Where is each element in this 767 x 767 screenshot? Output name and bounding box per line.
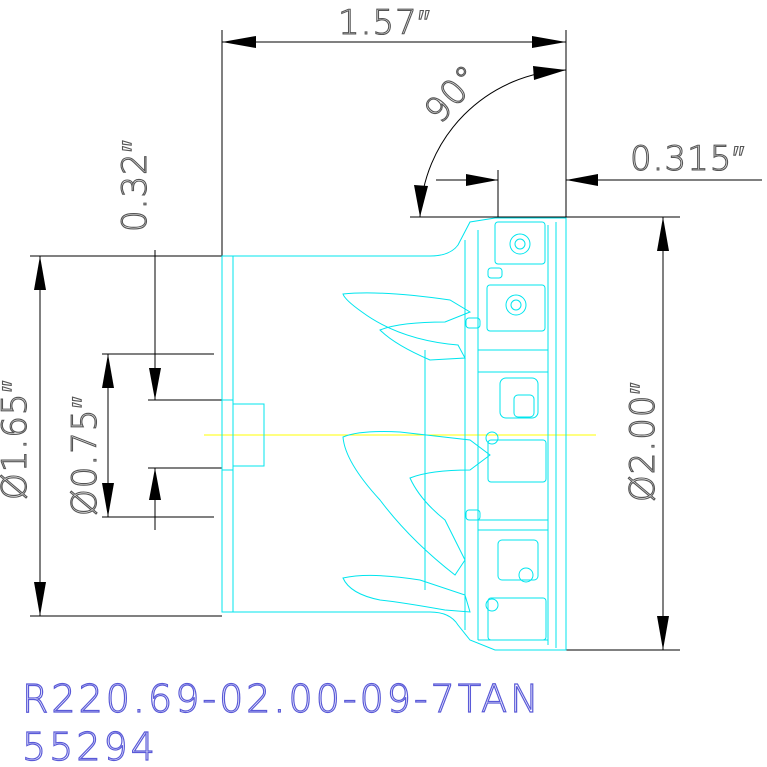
- dim-length-label: 1.57″: [338, 3, 431, 43]
- dim-depth-label: 0.315″: [630, 139, 745, 179]
- dim-angle-label: 90°: [417, 57, 489, 131]
- dim-shoulder-label: 0.32″: [115, 139, 155, 232]
- dim-cutter-diameter-label: Ø2.00″: [623, 381, 663, 502]
- dim-bore-diameter-label: Ø0.75″: [65, 395, 105, 516]
- item-code: 55294: [22, 725, 158, 767]
- part-number: R220.69-02.00-09-7TAN: [22, 677, 542, 721]
- dim-body-diameter-label: Ø1.65″: [0, 379, 35, 500]
- cutter-body-outline: [221, 217, 567, 651]
- dimension-lines: [30, 30, 762, 651]
